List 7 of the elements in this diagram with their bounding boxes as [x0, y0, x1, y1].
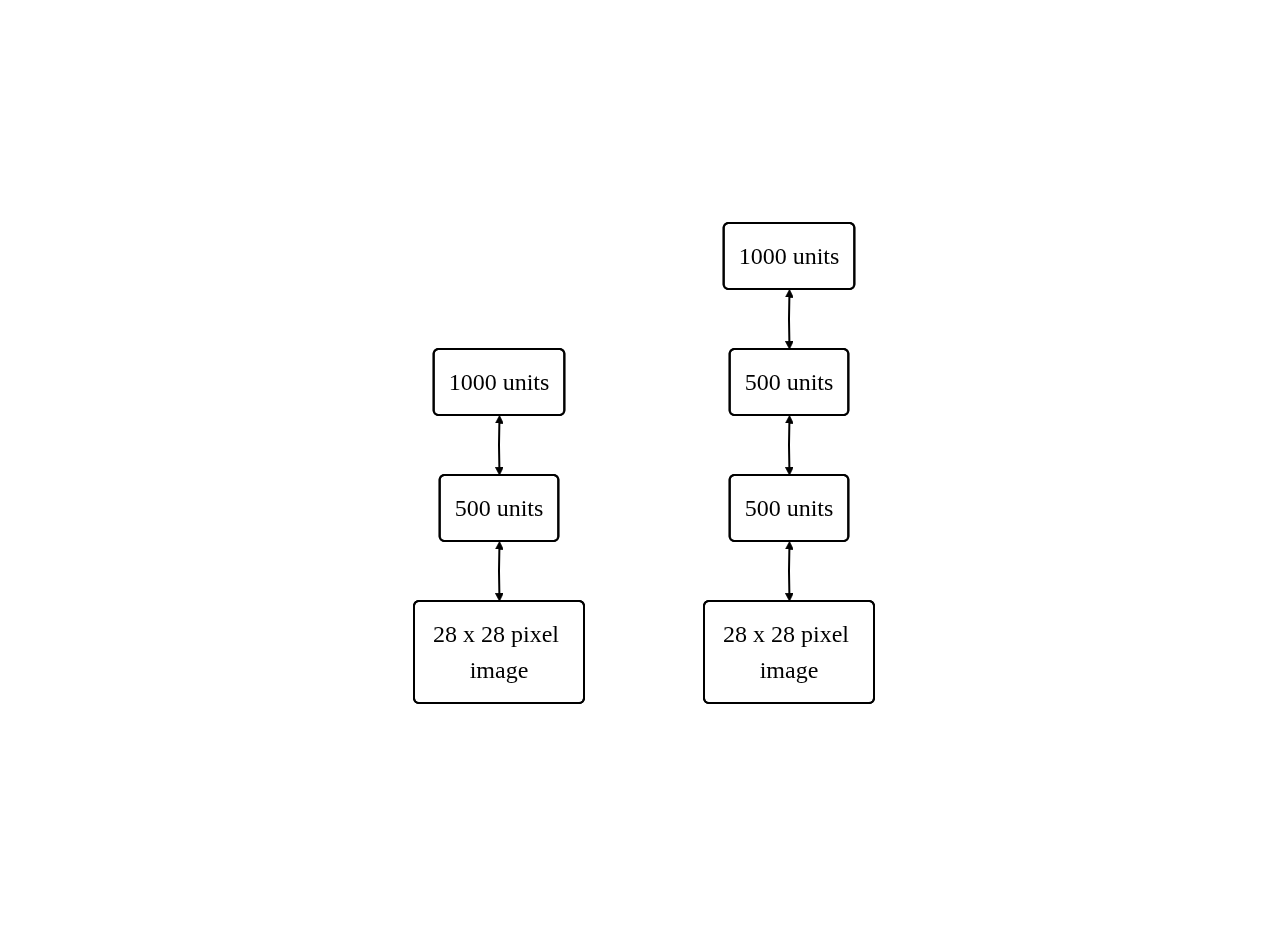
arrow	[784, 289, 794, 350]
node-text: 28 x 28 pixel image	[433, 621, 559, 683]
node-text: 28 x 28 pixel image	[723, 621, 849, 683]
arrow	[784, 415, 794, 476]
arrow	[784, 541, 794, 602]
arrow	[494, 541, 504, 602]
arrow	[494, 415, 504, 476]
